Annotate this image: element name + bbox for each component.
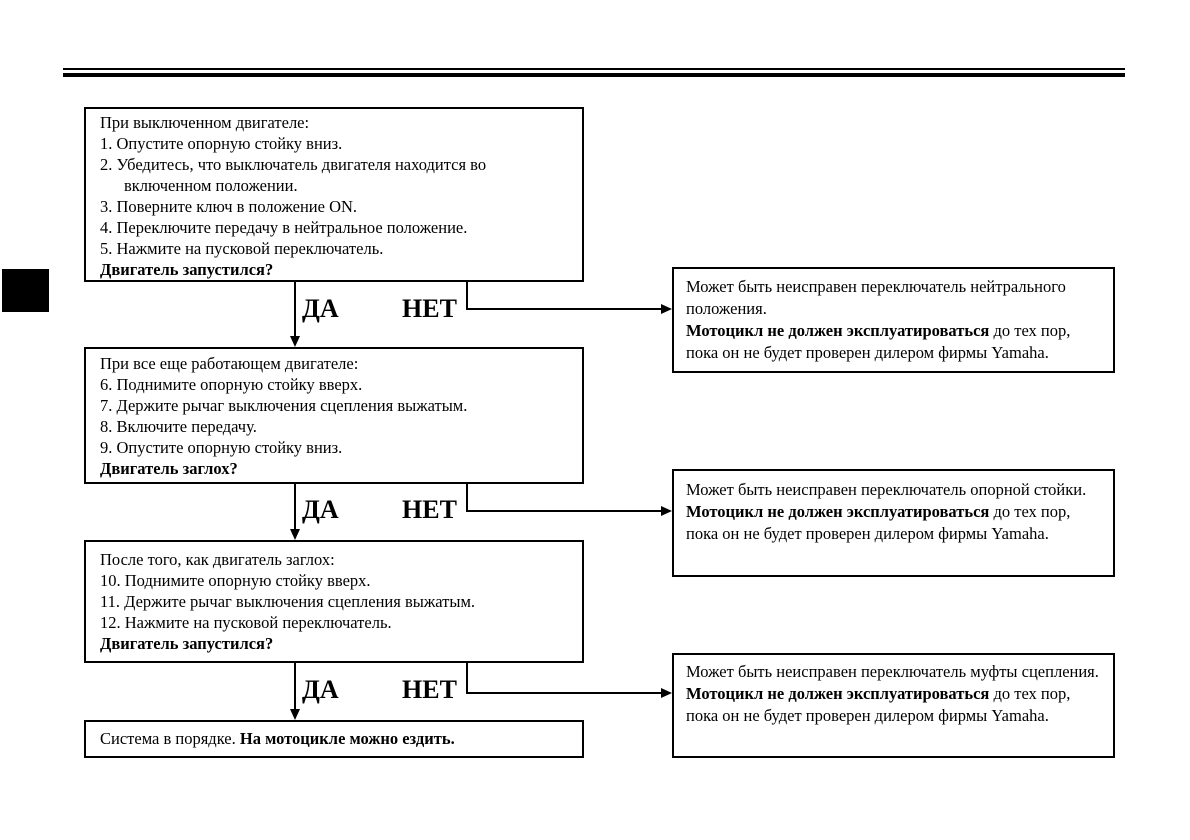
result-text: Система в порядке. [100,729,236,748]
yes-arrowhead-1 [290,336,300,347]
header-rule-thick [63,73,1125,77]
result-text-bold: На мотоцикле можно ездить. [239,729,455,748]
procedure-step: 11. Держите рычаг выключения сцепления в… [100,592,476,611]
procedure-step: 10. Поднимите опорную стойку вверх. [100,571,371,590]
procedure-step: 4. Переключите передачу в нейтральное по… [100,218,468,237]
no-label-2: НЕТ [402,495,457,524]
header-rule-thin [63,68,1125,70]
procedure-question: Двигатель запустился? [100,260,274,279]
yes-arrowhead-2 [290,529,300,540]
fault-warning-rest: до тех пор, пока он не будет проверен ди… [686,321,1071,362]
procedure-step: 9. Опустите опорную стойку вниз. [100,438,343,457]
procedure-step: 3. Поверните ключ в положение ON. [100,197,358,216]
fault-warning-bold: Мотоцикл не должен эксплуатироваться [686,684,990,703]
procedure-step: 6. Поднимите опорную стойку вверх. [100,375,363,394]
procedure-intro: При выключенном двигателе: [100,113,310,132]
fault-warning: Мотоцикл не должен эксплуатироваться до … [686,683,1101,727]
yes-arrowhead-3 [290,709,300,720]
yes-label-2: ДА [302,495,339,524]
yes-connector-line-1 [294,282,296,336]
procedure-step: 12. Нажмите на пусковой переключатель. [100,613,392,632]
no-arrowhead-1 [661,304,672,314]
fault-diagnosis: Может быть неисправен переключатель опор… [686,480,1087,499]
no-connector-drop-2 [466,484,468,512]
procedure-box-engine-running: При все еще работающем двигателе: 6. Под… [84,347,584,484]
fault-warning-bold: Мотоцикл не должен эксплуатироваться [686,502,990,521]
no-arrowhead-3 [661,688,672,698]
fault-diagnosis: Может быть неисправен переключатель муфт… [686,662,1099,681]
procedure-intro: После того, как двигатель заглох: [100,550,335,569]
procedure-box-engine-off: При выключенном двигателе: 1. Опустите о… [84,107,584,282]
procedure-step: 5. Нажмите на пусковой переключатель. [100,239,384,258]
procedure-step: 1. Опустите опорную стойку вниз. [100,134,343,153]
no-connector-line-3 [466,692,663,694]
yes-connector-line-3 [294,663,296,709]
no-label-1: НЕТ [402,294,457,323]
fault-box-clutch-switch: Может быть неисправен переключатель муфт… [672,653,1115,758]
no-arrowhead-2 [661,506,672,516]
fault-diagnosis: Может быть неисправен переключатель нейт… [686,277,1066,318]
procedure-question: Двигатель запустился? [100,634,274,653]
procedure-step: 2. Убедитесь, что выключатель двигателя … [100,155,487,195]
section-tab-marker [2,269,49,312]
fault-box-sidestand-switch: Может быть неисправен переключатель опор… [672,469,1115,577]
yes-label-3: ДА [302,675,339,704]
procedure-step: 7. Держите рычаг выключения сцепления вы… [100,396,468,415]
fault-box-neutral-switch: Может быть неисправен переключатель нейт… [672,267,1115,373]
fault-warning-bold: Мотоцикл не должен эксплуатироваться [686,321,990,340]
no-connector-line-1 [466,308,663,310]
fault-warning: Мотоцикл не должен эксплуатироваться до … [686,501,1101,545]
result-box-system-ok: Система в порядке. На мотоцикле можно ез… [84,720,584,758]
fault-warning: Мотоцикл не должен эксплуатироваться до … [686,320,1101,364]
procedure-question: Двигатель заглох? [100,459,238,478]
no-label-3: НЕТ [402,675,457,704]
fault-warning-rest: до тех пор, пока он не будет проверен ди… [686,684,1071,725]
no-connector-drop-3 [466,663,468,694]
procedure-box-engine-stalled: После того, как двигатель заглох: 10. По… [84,540,584,663]
yes-label-1: ДА [302,294,339,323]
no-connector-drop-1 [466,282,468,310]
fault-warning-rest: до тех пор, пока он не будет проверен ди… [686,502,1071,543]
no-connector-line-2 [466,510,663,512]
yes-connector-line-2 [294,484,296,529]
procedure-step: 8. Включите передачу. [100,417,257,436]
procedure-intro: При все еще работающем двигателе: [100,354,359,373]
